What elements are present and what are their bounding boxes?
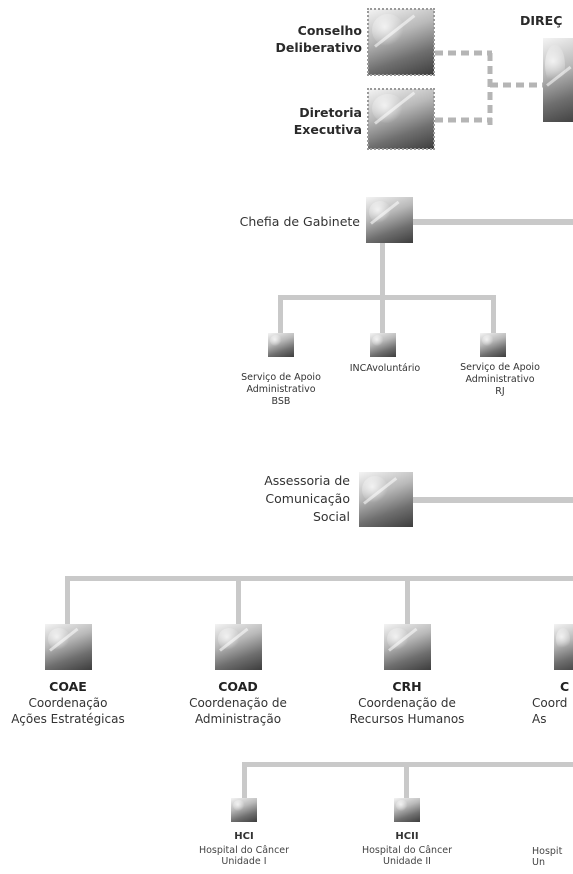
- hcii-code: HCII: [395, 831, 419, 842]
- hcii-name: Hospital do Câncer Unidade II: [361, 845, 453, 867]
- chefia-gabinete-node[interactable]: [366, 197, 413, 243]
- connector-line: [413, 219, 573, 225]
- connector-line: [404, 762, 409, 798]
- assessoria-comunicacao-label: Assessoria de Comunicação Social: [264, 473, 350, 524]
- chefia-gabinete-label: Chefia de Gabinete: [239, 214, 360, 229]
- coad-name: Coordenação de Administração: [189, 696, 287, 726]
- connector-line: [380, 240, 385, 298]
- coordenacao-partial-node[interactable]: [554, 624, 573, 670]
- coad-node[interactable]: [215, 624, 262, 670]
- hcii-node[interactable]: [394, 798, 420, 822]
- connector-line: [236, 576, 241, 624]
- crh-name: Coordenação de Recursos Humanos: [349, 696, 465, 726]
- servico-apoio-rj-label: Serviço de Apoio Administrativo RJ: [460, 362, 540, 397]
- coae-code: COAE: [49, 679, 87, 694]
- diretoria-executiva-label: Diretoria Executiva: [293, 105, 362, 137]
- gabinete-child-node[interactable]: [370, 333, 396, 357]
- connector-line: [405, 576, 410, 624]
- crh-node[interactable]: [384, 624, 431, 670]
- coordenacao-partial-code: C: [560, 679, 570, 694]
- direcao-node[interactable]: [543, 38, 573, 122]
- connector-line: [278, 295, 283, 333]
- incavoluntario-label: INCAvoluntário: [349, 363, 421, 374]
- coae-node[interactable]: [45, 624, 92, 670]
- coordenacao-partial-name: Coord As: [532, 696, 568, 726]
- connector-line: [65, 576, 573, 581]
- connector-line: [278, 295, 496, 300]
- hci-name: Hospital do Câncer Unidade I: [198, 845, 290, 867]
- conselho-deliberativo-label: Conselho Deliberativo: [275, 23, 362, 55]
- crh-code: CRH: [392, 679, 422, 694]
- hci-code: HCI: [234, 831, 254, 842]
- servico-apoio-bsb-label: Serviço de Apoio Administrativo BSB: [241, 372, 321, 407]
- hci-node[interactable]: [231, 798, 257, 822]
- gabinete-child-node[interactable]: [480, 333, 506, 357]
- connector-line: [491, 295, 496, 333]
- connector-line: [242, 762, 247, 798]
- connector-line: [380, 295, 385, 333]
- coad-code: COAD: [218, 679, 258, 694]
- connector-line: [413, 497, 573, 503]
- connector-line: [65, 576, 70, 624]
- diretoria-executiva-node[interactable]: [367, 88, 435, 150]
- direcao-label: DIREÇ: [520, 13, 563, 28]
- conselho-deliberativo-node[interactable]: [367, 8, 435, 76]
- hospital-partial-name: Hospit Un: [532, 846, 563, 868]
- gabinete-child-node[interactable]: [268, 333, 294, 357]
- assessoria-comunicacao-node[interactable]: [359, 472, 413, 527]
- coae-name: Coordenação Ações Estratégicas: [11, 696, 125, 726]
